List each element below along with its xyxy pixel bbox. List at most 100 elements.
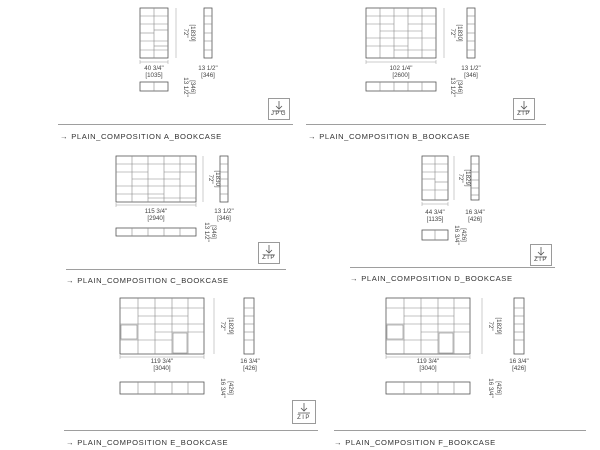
arrow-right-icon: →: [334, 438, 343, 447]
plan-depth-inches: 16 3/4": [219, 378, 226, 397]
depth-inches: 16 3/4": [509, 358, 528, 365]
plan-depth-mm: [426]: [460, 228, 467, 242]
caption-text: PLAIN_COMPOSITION C_BOOKCASE: [77, 276, 229, 285]
height-mm: [1829]: [464, 169, 471, 186]
divider: [306, 124, 546, 125]
height-mm: [1830]: [214, 170, 221, 187]
arrow-right-icon: →: [350, 274, 359, 283]
height-inches: 72": [219, 321, 226, 330]
width-inches: 44 3/4": [425, 209, 444, 216]
side-elevation: [203, 7, 213, 59]
depth-inches: 13 1/2": [461, 65, 480, 72]
front-elevation: [365, 7, 437, 59]
arrow-right-icon: →: [60, 132, 69, 141]
height-inches: 72": [207, 174, 214, 183]
download-zip-button[interactable]: ZIP: [258, 242, 280, 264]
plan-view: [115, 227, 197, 237]
plan-depth-mm: [346]: [189, 80, 196, 94]
download-arrow-icon: [535, 247, 547, 258]
composition-a-link[interactable]: →PLAIN_COMPOSITION A_BOOKCASE: [60, 132, 222, 142]
height-mm: [1829]: [227, 317, 234, 334]
front-elevation: [421, 155, 449, 201]
width-mm: [1035]: [145, 72, 162, 79]
plan-depth-inches: 16 3/4": [453, 225, 460, 244]
side-elevation: [219, 155, 229, 203]
download-format-label: ZIP: [517, 111, 531, 117]
front-elevation: [115, 155, 197, 203]
download-zip-button[interactable]: ZIP: [513, 98, 535, 120]
caption-text: PLAIN_COMPOSITION F_BOOKCASE: [345, 438, 496, 447]
depth-mm: [426]: [243, 365, 257, 372]
composition-b-link[interactable]: →PLAIN_COMPOSITION B_BOOKCASE: [308, 132, 470, 142]
plan-view: [139, 81, 169, 92]
front-elevation: [385, 297, 471, 355]
composition-e-drawing: 119 3/4" [3040] 72" [1829] 16 3/4" [426]…: [119, 297, 260, 398]
height-mm: [1830]: [189, 24, 196, 41]
plan-depth-mm: [346]: [210, 225, 217, 239]
composition-f-drawing: 119 3/4" [3040] 72" [1829] 16 3/4" [426]…: [385, 297, 529, 398]
composition-a-card: 40 3/4" [1035] 72" [1830] 13 1/2" [346] …: [0, 0, 300, 148]
composition-e-link[interactable]: →PLAIN_COMPOSITION E_BOOKCASE: [66, 438, 228, 448]
caption-text: PLAIN_COMPOSITION B_BOOKCASE: [319, 132, 471, 141]
side-elevation: [243, 297, 255, 355]
arrow-right-icon: →: [308, 132, 317, 141]
caption-text: PLAIN_COMPOSITION A_BOOKCASE: [71, 132, 222, 141]
composition-f-link[interactable]: →PLAIN_COMPOSITION F_BOOKCASE: [334, 438, 496, 448]
composition-d-link[interactable]: →PLAIN_COMPOSITION D_BOOKCASE: [350, 274, 513, 284]
width-mm: [2600]: [392, 72, 409, 79]
download-format-label: JPG: [270, 111, 288, 117]
width-mm: [2940]: [147, 215, 164, 222]
divider: [66, 269, 286, 270]
side-elevation: [466, 7, 476, 59]
download-zip-button[interactable]: ZIP: [530, 244, 552, 266]
plan-depth-mm: [346]: [456, 80, 463, 94]
width-mm: [3040]: [419, 365, 436, 372]
download-jpg-button[interactable]: JPG: [268, 98, 290, 120]
divider: [58, 124, 293, 125]
width-inches: 102 1/4": [390, 65, 413, 72]
composition-f-card: 119 3/4" [3040] 72" [1829] 16 3/4" [426]…: [300, 290, 600, 450]
depth-mm: [426]: [468, 216, 482, 223]
width-inches: 115 3/4": [145, 208, 167, 215]
depth-inches: 13 1/2": [198, 65, 217, 72]
download-arrow-icon: [263, 245, 275, 256]
width-inches: 119 3/4": [151, 358, 173, 365]
plan-view: [385, 381, 471, 395]
height-mm: [1829]: [495, 317, 502, 334]
height-mm: [1830]: [456, 24, 463, 41]
composition-c-drawing: 115 3/4" [2940] 72" [1830] 13 1/2" [346]…: [115, 155, 234, 242]
plan-depth-mm: [426]: [495, 381, 502, 395]
plan-view: [365, 81, 437, 92]
depth-inches: 16 3/4": [240, 358, 259, 365]
composition-e-card: 119 3/4" [3040] 72" [1829] 16 3/4" [426]…: [0, 290, 318, 450]
plan-depth-inches: 13 1/2": [203, 222, 210, 241]
side-elevation: [470, 155, 480, 201]
divider: [334, 430, 586, 431]
plan-depth-inches: 13 1/2": [449, 77, 456, 96]
download-format-label: ZIP: [534, 257, 548, 263]
composition-b-card: 102 1/4" [2600] 72" [1830] 13 1/2" [346]…: [300, 0, 600, 148]
composition-d-card: 44 3/4" [1135] 72" [1829] 16 3/4" [426] …: [300, 148, 600, 290]
caption-text: PLAIN_COMPOSITION D_BOOKCASE: [361, 274, 513, 283]
composition-d-drawing: 44 3/4" [1135] 72" [1829] 16 3/4" [426] …: [421, 155, 485, 245]
plan-depth-mm: [426]: [227, 381, 234, 395]
front-elevation: [139, 7, 169, 59]
plan-view: [421, 229, 449, 241]
arrow-right-icon: →: [66, 438, 75, 447]
width-inches: 40 3/4": [144, 65, 163, 72]
depth-mm: [426]: [512, 365, 526, 372]
download-format-label: ZIP: [262, 255, 276, 261]
caption-text: PLAIN_COMPOSITION E_BOOKCASE: [77, 438, 229, 447]
composition-a-drawing: 40 3/4" [1035] 72" [1830] 13 1/2" [346] …: [139, 7, 218, 97]
height-inches: 72": [457, 173, 464, 182]
composition-c-link[interactable]: →PLAIN_COMPOSITION C_BOOKCASE: [66, 276, 229, 286]
composition-b-drawing: 102 1/4" [2600] 72" [1830] 13 1/2" [346]…: [365, 7, 481, 97]
download-arrow-icon: [518, 101, 530, 112]
width-inches: 119 3/4": [417, 358, 439, 365]
width-mm: [1135]: [427, 216, 444, 223]
download-format-label: ZIP: [297, 415, 311, 421]
plan-depth-inches: 16 3/4": [487, 378, 494, 397]
width-mm: [3040]: [153, 365, 170, 372]
download-zip-button[interactable]: ZIP: [292, 400, 316, 424]
download-arrow-icon: [298, 403, 310, 414]
